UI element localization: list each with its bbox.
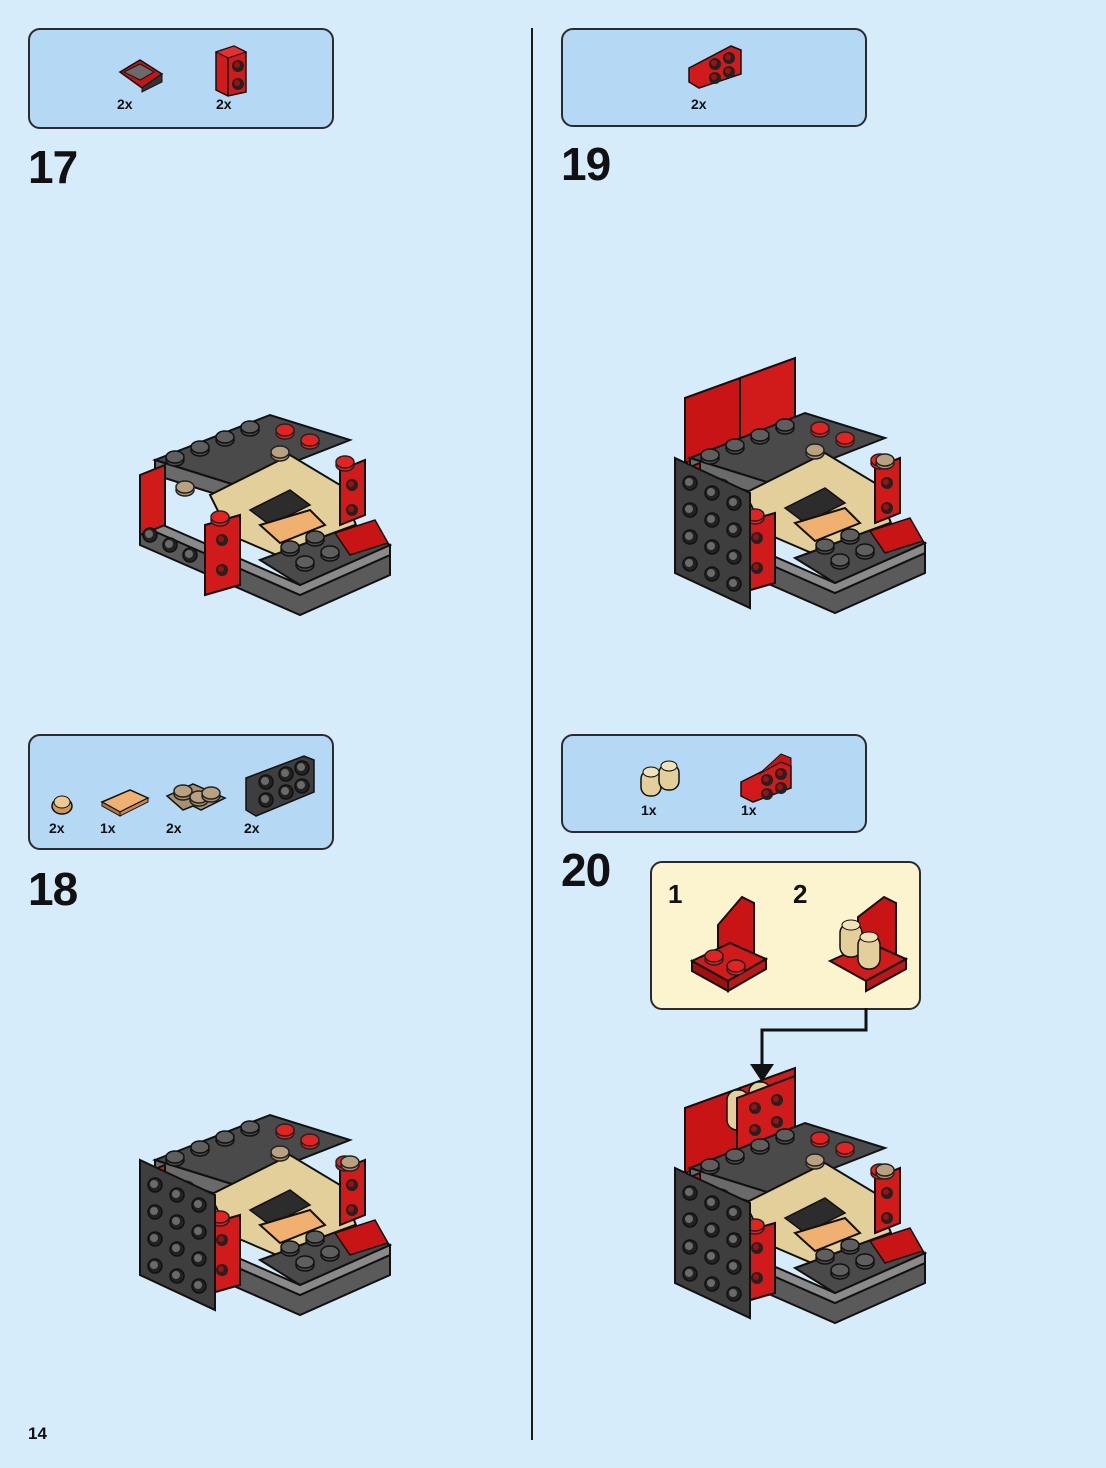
part-qty: 2x [244, 820, 260, 836]
red-bracket-icon [739, 752, 793, 802]
substep-callout: 1 2 [650, 861, 921, 1010]
parts-callout-step-17: 2x 2x [28, 28, 334, 129]
column-divider [531, 28, 533, 1440]
part-qty: 2x [166, 820, 182, 836]
step-number-20: 20 [561, 847, 610, 893]
part-qty: 1x [100, 820, 116, 836]
tan-corner-plate-icon [165, 782, 227, 818]
assembly-model-step-17 [140, 415, 400, 625]
part-qty: 1x [741, 802, 757, 818]
step-number-17: 17 [28, 144, 77, 190]
parts-callout-step-19: 2x [561, 28, 867, 127]
part-qty: 2x [49, 820, 65, 836]
page-number: 14 [28, 1424, 47, 1444]
step-number-19: 19 [561, 141, 610, 187]
assembly-model-step-20 [675, 1068, 935, 1333]
substep-label-2: 2 [793, 879, 807, 910]
part-qty: 2x [691, 96, 707, 112]
substep-1-model [690, 895, 770, 993]
part-qty: 1x [641, 802, 657, 818]
red-1x2-brick-icon [214, 44, 248, 96]
parts-callout-step-18: 2x 1x 2x 2x [28, 734, 334, 850]
tan-round-bricks-icon [637, 760, 685, 800]
step-number-18: 18 [28, 866, 77, 912]
substep-2-model [828, 895, 910, 993]
assembly-model-step-19 [675, 358, 935, 623]
tan-tile-icon [100, 788, 150, 816]
red-slope-brick-icon [118, 56, 164, 92]
red-bracket-plate-icon [687, 44, 743, 88]
tan-round-tile-icon [50, 792, 74, 816]
part-qty: 2x [216, 96, 232, 112]
parts-callout-step-20: 1x 1x [561, 734, 867, 833]
gray-bracket-plate-icon [244, 754, 316, 818]
substep-label-1: 1 [668, 879, 682, 910]
assembly-model-step-18 [140, 1115, 400, 1330]
part-qty: 2x [117, 96, 133, 112]
